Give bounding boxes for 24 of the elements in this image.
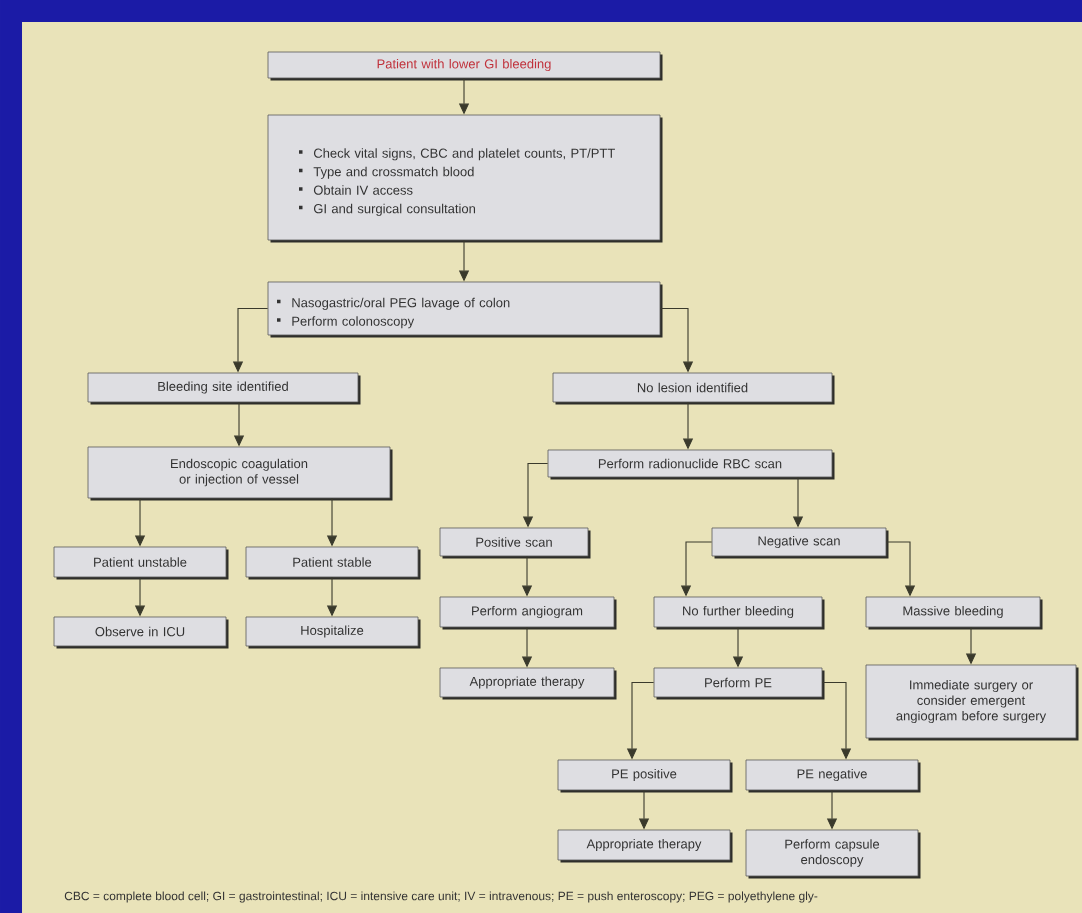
process-box: Bleeding site identified xyxy=(87,372,361,405)
process-box: No further bleeding xyxy=(653,596,825,630)
process-box: Nasogastric/oral PEG lavage of colon Perform colonoscopy xyxy=(267,281,663,338)
process-box: Patient unstable xyxy=(53,546,229,580)
process-box: Endoscopic coagulation or injection of vessel xyxy=(87,446,393,501)
process-box: Appropriate therapy xyxy=(439,667,617,700)
process-box: Perform radionuclide RBC scan xyxy=(547,449,835,480)
process-box: Perform PE xyxy=(653,667,825,700)
process-box: Appropriate therapy xyxy=(557,829,733,863)
process-box: No lesion identified xyxy=(552,372,835,405)
process-box: Perform capsule endoscopy xyxy=(745,829,921,879)
process-box: Check vital signs, CBC and platelet counts, PT/PTT Type and crossmatch blood Obtain IV access GI and surgical consultation xyxy=(267,114,663,243)
process-box: Negative scan xyxy=(711,527,889,559)
process-box: Patient stable xyxy=(245,546,421,580)
process-box: Positive scan xyxy=(439,527,591,559)
process-box: PE negative xyxy=(745,759,921,793)
process-box: Immediate surgery or consider emergent angiogram before surgery xyxy=(865,664,1079,741)
process-box: Massive bleeding xyxy=(865,596,1043,630)
footnote: CBC = complete blood cell; GI = gastrointestinal; ICU = intensive care unit; IV = intravenous; PE = push enteroscopy; PEG = polyethylene gly- xyxy=(64,891,818,903)
process-box: Patient with lower GI bleeding xyxy=(267,51,663,81)
process-box: PE positive xyxy=(557,759,733,793)
process-box: Observe in ICU xyxy=(53,616,229,649)
process-box: Perform angiogram xyxy=(439,596,617,630)
process-box: Hospitalize xyxy=(245,616,421,649)
